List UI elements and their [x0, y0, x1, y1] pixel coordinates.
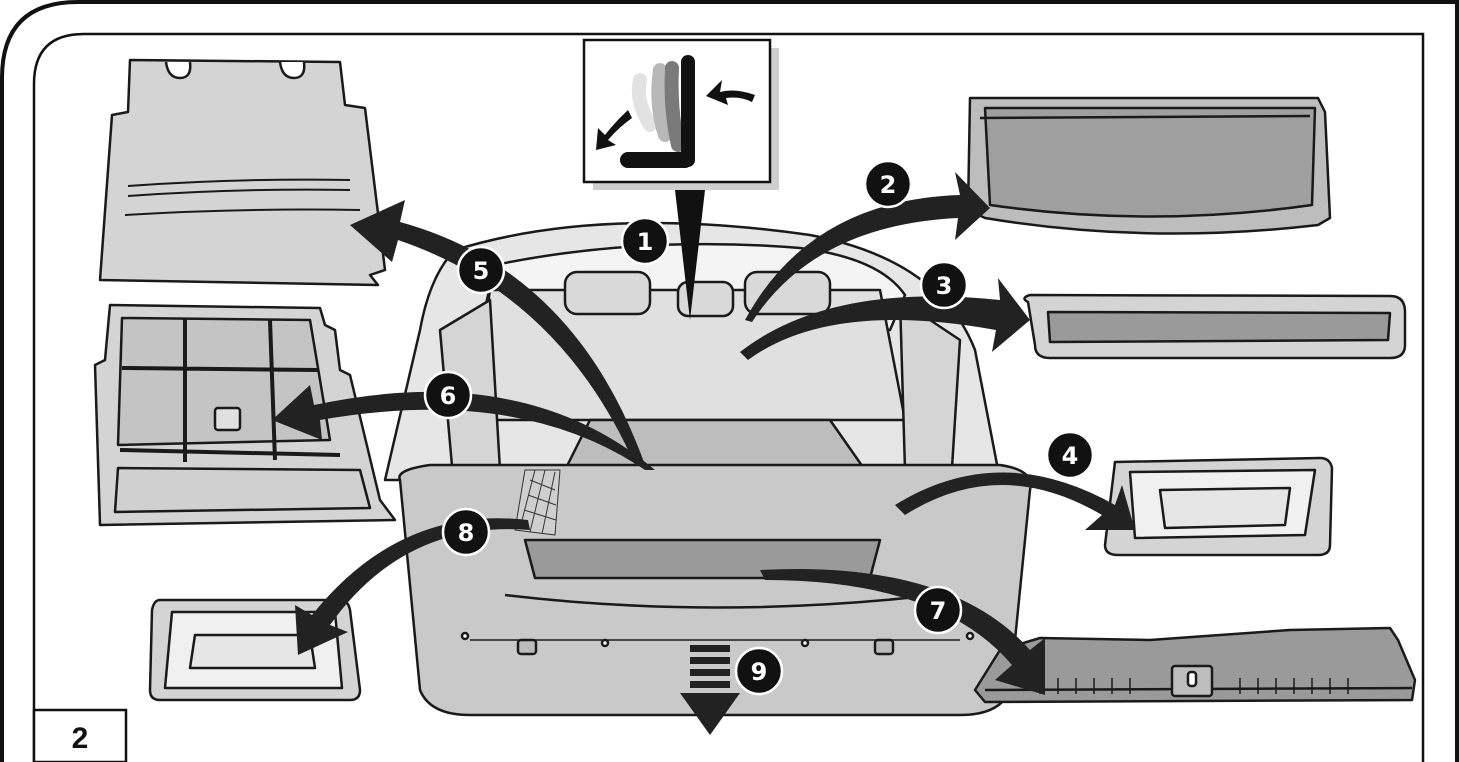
headrest-left — [563, 270, 652, 316]
callout-8: 8 — [441, 507, 491, 557]
svg-text:6: 6 — [440, 382, 457, 410]
callout-6: 6 — [423, 370, 473, 420]
callout-3: 3 — [919, 260, 969, 310]
callout-9: 9 — [734, 646, 784, 696]
svg-text:4: 4 — [1062, 442, 1079, 470]
seat-fold-inset — [582, 38, 779, 190]
callout-1: 1 — [620, 216, 670, 266]
svg-text:2: 2 — [880, 171, 897, 199]
reflector-left — [516, 638, 538, 656]
arrow-2 — [745, 172, 990, 322]
callout-7: 7 — [913, 585, 963, 635]
pointer-1 — [675, 190, 705, 320]
svg-text:9: 9 — [751, 658, 768, 686]
arrow-6 — [272, 385, 655, 470]
trim-strip — [1023, 293, 1407, 360]
organizer-handle — [213, 406, 242, 432]
storage-organizer — [93, 303, 397, 527]
svg-text:7: 7 — [930, 597, 947, 625]
load-floor-panel — [98, 58, 387, 287]
callout-5: 5 — [456, 245, 506, 295]
arrow-7 — [760, 569, 1045, 695]
arrow-5 — [350, 200, 645, 465]
sill-cover — [973, 626, 1417, 704]
svg-text:5: 5 — [473, 257, 490, 285]
svg-text:8: 8 — [458, 519, 475, 547]
parcel-shelf — [966, 96, 1332, 235]
figure-number-box — [32, 708, 128, 762]
cargo-net — [514, 469, 561, 536]
fold-arrow-icon — [706, 80, 755, 105]
figure-number: 2 — [72, 722, 89, 755]
arrow-8 — [295, 518, 530, 655]
callout-2: 2 — [863, 159, 913, 209]
seat-fold-icon — [596, 55, 755, 168]
arrow-4 — [895, 472, 1135, 530]
callout-4: 4 — [1045, 430, 1095, 480]
arrow-9 — [680, 645, 740, 735]
reflector-right — [873, 638, 895, 656]
svg-text:3: 3 — [936, 272, 953, 300]
svg-text:1: 1 — [637, 228, 654, 256]
side-storage-bin — [1103, 456, 1334, 557]
fold-back-arrow-icon — [596, 110, 632, 150]
